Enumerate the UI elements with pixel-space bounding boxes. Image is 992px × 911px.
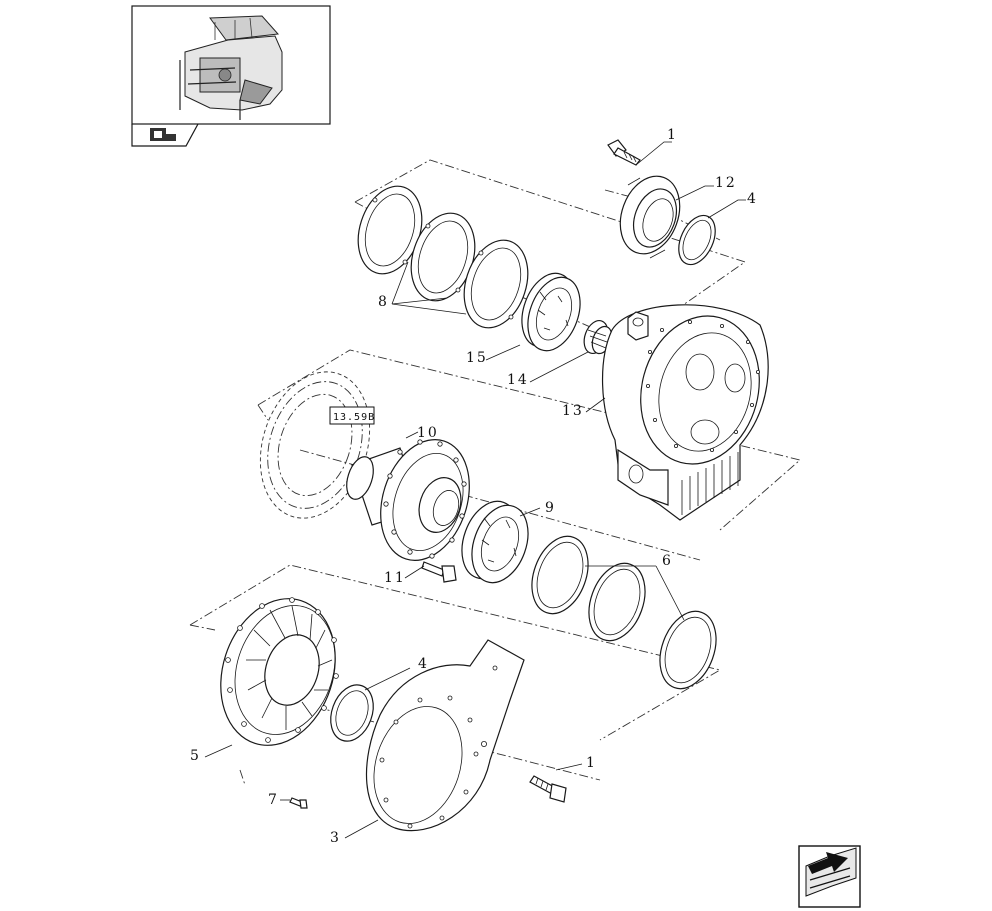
- callout-6: 6: [662, 553, 673, 569]
- callout-7: 7: [268, 792, 279, 808]
- leader-lines: [204, 141, 746, 839]
- book-arrow-icon: [150, 128, 176, 141]
- screw-part-7: [289, 797, 308, 809]
- callout-8: 8: [378, 294, 389, 310]
- callout-11: 11: [384, 570, 406, 586]
- bearing-part-15: [521, 272, 581, 352]
- reference-box-text: 13.59B: [333, 412, 375, 423]
- flange-part-12: [619, 175, 681, 259]
- shim-group-part-8: [357, 185, 529, 329]
- guard-plate-part-3: [365, 639, 525, 832]
- callout-10: 10: [417, 425, 439, 441]
- bearing-part-9: [461, 500, 529, 584]
- hub-part-10: [346, 439, 470, 561]
- callout-9: 9: [545, 500, 556, 516]
- callout-labels: 1 12 4 8 15 14 13 10 9 11 6 4 5 1 7 3: [190, 127, 758, 846]
- next-page-button[interactable]: [798, 845, 861, 908]
- reference-box[interactable]: 13.59B: [329, 406, 375, 425]
- bolt-part-11: [421, 561, 457, 583]
- callout-14: 14: [507, 372, 529, 388]
- housing-part-13: [601, 304, 769, 521]
- callout-1-top: 1: [667, 127, 678, 143]
- callout-13: 13: [562, 403, 584, 419]
- bolt-part-1-lower: [529, 775, 567, 803]
- callout-5: 5: [190, 748, 201, 764]
- next-page-arrow-icon: [805, 847, 857, 897]
- pinion-part-14: [583, 319, 613, 355]
- seal-part-4-lower: [330, 684, 374, 742]
- callout-3: 3: [330, 830, 341, 846]
- callout-15: 15: [466, 350, 488, 366]
- cover-part-5: [220, 597, 339, 746]
- callout-4-lower: 4: [418, 656, 429, 672]
- shim-group-part-6: [531, 535, 717, 690]
- machine-thumbnail-icon: [179, 15, 283, 120]
- seal-part-4-top: [678, 214, 716, 266]
- machine-thumbnail[interactable]: [131, 5, 331, 147]
- bolt-part-1-top: [607, 139, 641, 166]
- callout-1-lower: 1: [586, 755, 597, 771]
- callout-12: 12: [715, 175, 737, 191]
- callout-4-top: 4: [747, 191, 758, 207]
